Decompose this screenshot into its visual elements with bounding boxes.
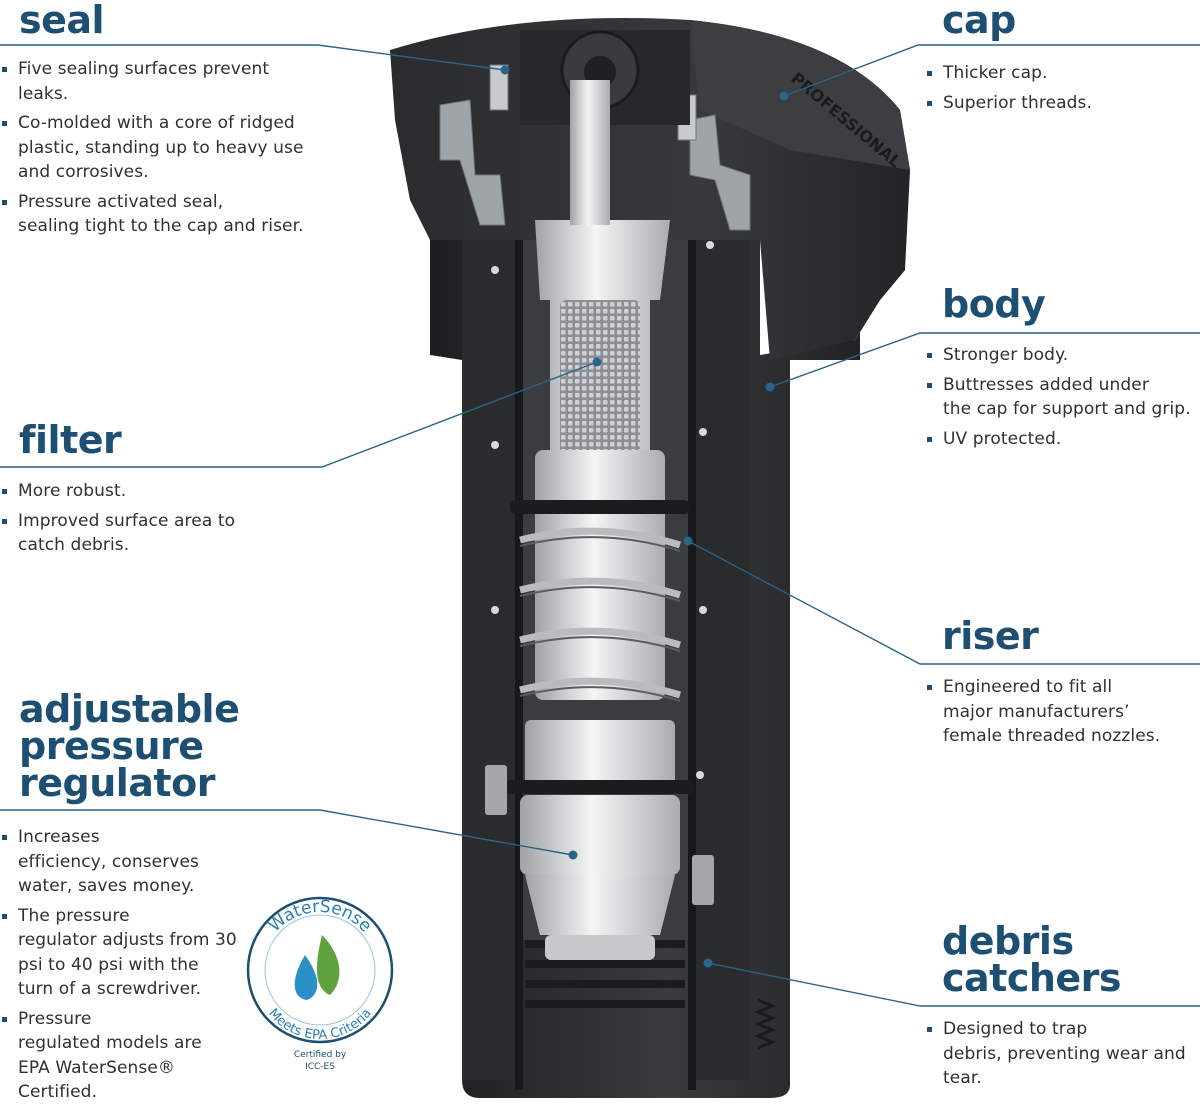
body-bullets: Stronger body. Buttresses added under th… xyxy=(925,343,1195,456)
watersense-logo: WaterSense Meets EPA Criteria xyxy=(246,896,394,1044)
watersense-cert-line-2: ICC-ES xyxy=(305,1062,335,1072)
filter-part xyxy=(535,80,670,470)
leader-dots xyxy=(500,65,789,968)
filter-heading: filter xyxy=(19,418,122,462)
seal-bullet-1: Five sealing surfaces prevent leaks. xyxy=(0,57,320,106)
riser-part xyxy=(510,450,690,702)
regulator-heading-line-1: adjustable xyxy=(19,687,240,731)
regulator-bullet-1: Increases efficiency, conserves water, s… xyxy=(0,825,240,899)
leaf-icon xyxy=(316,935,340,995)
seal-heading: seal xyxy=(19,0,105,42)
body-bullet-3: UV protected. xyxy=(925,427,1195,452)
filter-bullets: More robust. Improved surface area to ca… xyxy=(0,479,240,563)
cap-bullets: Thicker cap. Superior threads. xyxy=(925,61,1195,120)
riser-leader-line xyxy=(687,540,1200,665)
cap-bullet-2: Superior threads. xyxy=(925,91,1195,116)
riser-heading: riser xyxy=(942,614,1039,658)
cap-leader-line xyxy=(783,44,1200,97)
seal-bullets: Five sealing surfaces prevent leaks. Co-… xyxy=(0,57,320,244)
body-leader-line xyxy=(769,332,1200,388)
regulator-bullet-2: The pressure regulator adjusts from 30 p… xyxy=(0,904,240,1002)
seal-bullet-2: Co-molded with a core of ridged plastic,… xyxy=(0,111,320,185)
regulator-leader-line xyxy=(0,809,574,856)
debris-bullets: Designed to trap debris, preventing wear… xyxy=(925,1017,1195,1096)
regulator-bullets: Increases efficiency, conserves water, s… xyxy=(0,825,240,1110)
debris-bullet-1: Designed to trap debris, preventing wear… xyxy=(925,1017,1195,1091)
debris-heading-line-2: catchers xyxy=(942,956,1122,1000)
seal-part xyxy=(439,64,751,231)
leader-lines xyxy=(0,44,1200,1007)
riser-bullet-1: Engineered to fit all major manufacturer… xyxy=(925,675,1195,749)
seal-leader-line xyxy=(0,44,506,71)
regulator-heading-line-2: pressure xyxy=(19,724,204,768)
filter-leader-line xyxy=(0,361,598,468)
cap-bullet-1: Thicker cap. xyxy=(925,61,1195,86)
pressure-regulator-part xyxy=(485,720,714,960)
seal-bullet-3: Pressure activated seal, sealing tight t… xyxy=(0,190,320,239)
regulator-heading: adjustable pressure regulator xyxy=(19,687,240,805)
watersense-cert-line-1: Certified by xyxy=(293,1050,347,1060)
regulator-bullet-3: Pressure regulated models are EPA WaterS… xyxy=(0,1007,240,1105)
riser-bullets: Engineered to fit all major manufacturer… xyxy=(925,675,1195,754)
filter-bullet-1: More robust. xyxy=(0,479,240,504)
debris-heading-line-1: debris xyxy=(942,919,1074,963)
body-heading: body xyxy=(942,282,1046,326)
cap-heading: cap xyxy=(942,0,1016,42)
body-bullet-1: Stronger body. xyxy=(925,343,1195,368)
regulator-heading-line-3: regulator xyxy=(19,761,215,805)
filter-bullet-2: Improved surface area to catch debris. xyxy=(0,509,240,558)
water-drop-icon xyxy=(294,955,318,1000)
debris-heading: debris catchers xyxy=(942,919,1122,1000)
debris-leader-line xyxy=(707,962,1200,1007)
body-bullet-2: Buttresses added under the cap for suppo… xyxy=(925,373,1195,422)
